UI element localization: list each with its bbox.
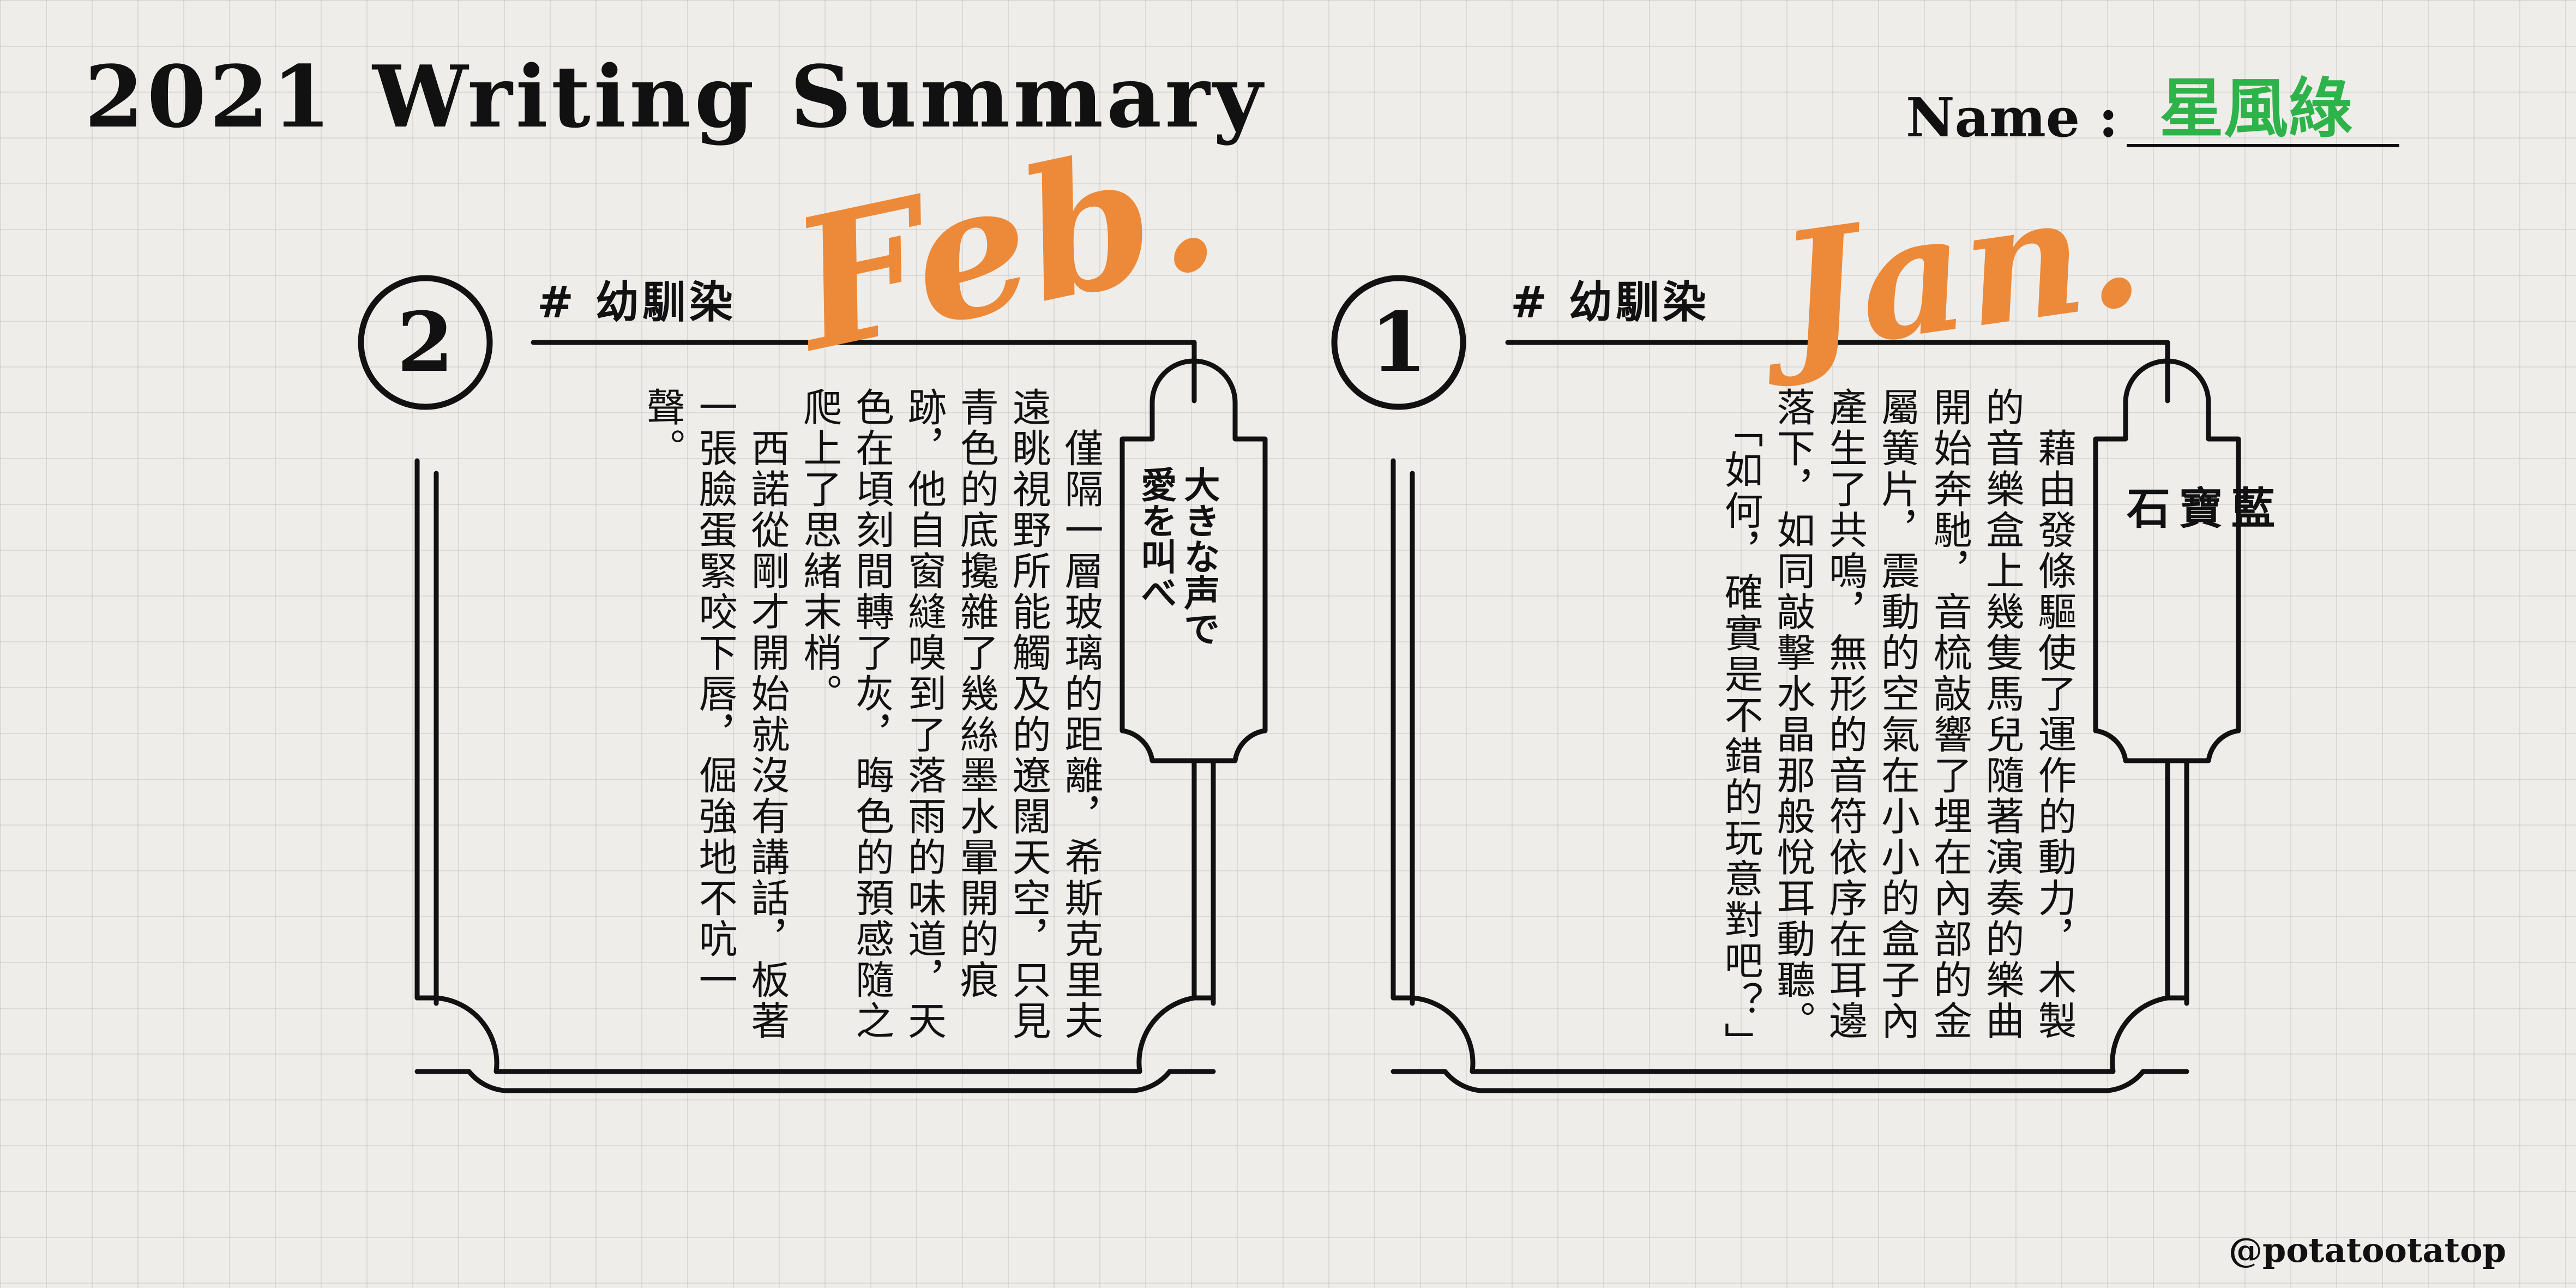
card-number-badge: 2 <box>396 294 454 390</box>
card-plaque-text: 藍 寶 石 <box>2120 485 2275 529</box>
card-number-badge: 1 <box>1370 294 1428 390</box>
card-body-text: 藉由發條驅使了運作的動力，木製的音樂盒上幾隻馬兒隨著演奏的樂曲開始奔馳，音梳敲響… <box>1718 387 2077 1063</box>
name-label: Name : <box>1906 87 2118 149</box>
card-tag: # 幼馴染 <box>537 277 736 328</box>
card-plaque-text: 大きな声で 愛を叫べ <box>1135 466 1220 646</box>
author-handle: @potatootatop <box>2228 1230 2506 1270</box>
month-script-jan: Jan. <box>1769 149 2152 390</box>
title-text: Writing Summary <box>372 47 1266 147</box>
card-body-text: 僅隔一層玻璃的距離，希斯克里夫遠眺視野所能觸及的遼闊天空，只見青色的底攙雜了幾絲… <box>640 387 1104 1042</box>
card-2-frame <box>358 275 1268 1093</box>
name-value: 星風綠 <box>2159 71 2353 146</box>
card-1-frame <box>1331 275 2241 1093</box>
title-year: 2021 <box>85 47 335 147</box>
card-tag: # 幼馴染 <box>1510 277 1710 328</box>
name-underline <box>2127 144 2399 147</box>
